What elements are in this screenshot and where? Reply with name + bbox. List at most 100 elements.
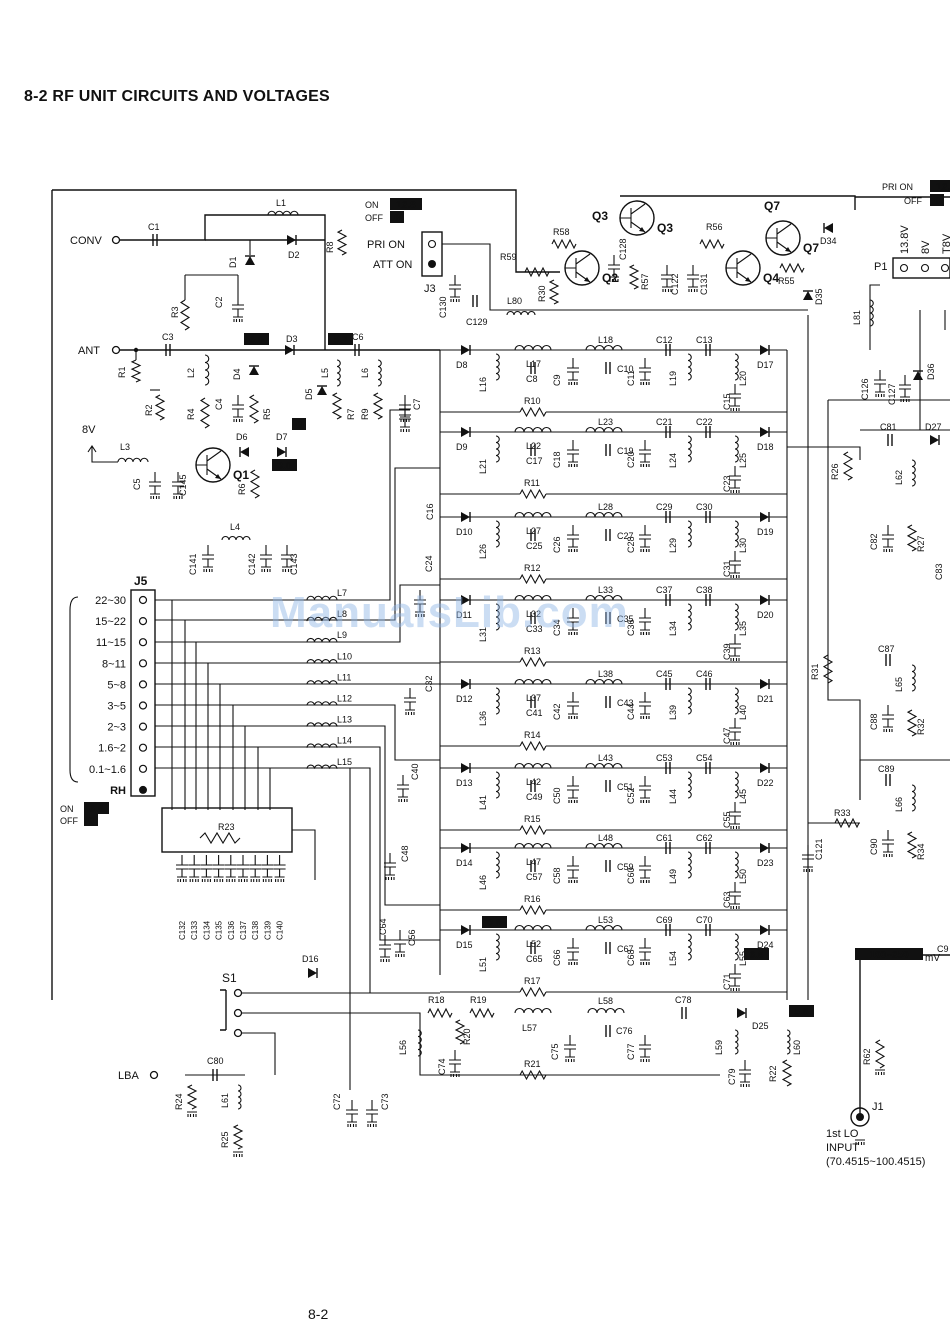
l3-coil — [117, 457, 149, 463]
c48-cap — [384, 853, 396, 875]
filter-lr-label: L34 — [668, 621, 678, 636]
r24-label: R24 — [174, 1093, 184, 1110]
ground-symbol — [565, 1056, 575, 1062]
r3-res — [179, 299, 191, 331]
filter-cb-cap — [567, 608, 579, 630]
filter-dout-diode — [760, 427, 769, 437]
filter-co-label: C31 — [722, 560, 732, 577]
c3-cap — [165, 344, 171, 356]
p1-pin-label: T8V — [941, 233, 950, 254]
c6-cap — [354, 344, 360, 356]
q2-transistor-label: Q2 — [602, 271, 618, 285]
c88-label: C88 — [869, 713, 879, 730]
filter-rb-label: R12 — [524, 563, 541, 573]
on-badge-text: 13.8 — [396, 200, 416, 211]
c73-cap — [366, 1100, 378, 1122]
r58-res — [551, 238, 577, 250]
band-on-badge — [84, 802, 109, 814]
first-lo-label-2: INPUT — [826, 1142, 859, 1154]
c143-cap — [281, 545, 293, 567]
filter-ca-cap — [530, 780, 536, 792]
filter-shunt-coil — [495, 520, 500, 548]
filter-cf-label: C62 — [696, 833, 713, 843]
filter-lo-coil — [734, 933, 739, 961]
l56-label: L56 — [398, 1040, 408, 1055]
c75-cap — [564, 1035, 576, 1057]
bypass-cap — [200, 855, 213, 877]
filter-co-label: C47 — [722, 727, 732, 744]
filter-lo-coil — [734, 435, 739, 463]
filter-cd-cap — [639, 938, 651, 960]
filter-dout-label: D19 — [757, 527, 774, 537]
c87-cap — [885, 654, 891, 666]
filter-lo-label: L55 — [738, 951, 748, 966]
c145-label: C145 — [178, 474, 188, 496]
bypass-cap-label: C137 — [239, 920, 248, 940]
r62-label: R62 — [862, 1048, 872, 1065]
filter-lr-coil — [687, 603, 692, 631]
filter-dout-label: D22 — [757, 778, 774, 788]
filter-co-cap — [729, 466, 741, 488]
q1-transistor-label: Q1 — [233, 468, 249, 482]
lo-level-unit: mV — [925, 953, 940, 964]
r1-label: R1 — [117, 366, 127, 378]
ground-symbol — [177, 876, 187, 882]
band-choke-coil — [306, 595, 338, 601]
filter-cc-label: C19 — [617, 446, 634, 456]
ground-symbol — [568, 546, 578, 552]
ground-symbol — [730, 739, 740, 745]
c4-label: C4 — [214, 398, 224, 410]
c142-label: C142 — [247, 553, 257, 575]
filter-ce-label: C12 — [656, 335, 673, 345]
filter-cc-cap — [605, 780, 611, 792]
filter-rb-label: R16 — [524, 894, 541, 904]
r26-label: R26 — [830, 463, 840, 480]
bypass-cap — [273, 855, 286, 877]
bypass-cap-label: C139 — [263, 920, 272, 940]
d7-label: D7 — [276, 432, 288, 442]
l2-label: L2 — [186, 368, 196, 378]
filter-la-label: L22 — [526, 441, 541, 451]
filter-ce-label: C29 — [656, 502, 673, 512]
c126-label: C126 — [860, 378, 870, 400]
c90-label: C90 — [869, 838, 879, 855]
filter-cb-cap — [567, 856, 579, 878]
filter-shunt-coil — [495, 851, 500, 879]
r20-res — [454, 1019, 466, 1045]
d15-badge-text: 3.8 — [488, 918, 502, 929]
d24-badge — [744, 948, 769, 960]
filter-shunt-label: L31 — [478, 627, 488, 642]
r24-res — [186, 1084, 198, 1110]
filter-co-cap — [729, 718, 741, 740]
c81-label: C81 — [880, 422, 897, 432]
band-choke-label: L12 — [337, 694, 352, 704]
on-badge — [390, 198, 422, 210]
filter-cd-cap — [639, 692, 651, 714]
filter-cc-label: C43 — [617, 698, 634, 708]
l61-label: L61 — [220, 1093, 230, 1108]
j5-pin — [138, 595, 148, 605]
bypass-cap-label: C134 — [202, 920, 211, 940]
j5-band-label: 15~22 — [95, 616, 126, 628]
filter-lr-coil — [687, 933, 692, 961]
filter-din-label: D12 — [456, 694, 473, 704]
ground-symbol — [450, 296, 460, 302]
q1-transistor-arrow — [215, 474, 221, 479]
ground-symbol — [730, 903, 740, 909]
filter-cd-label: C28 — [626, 536, 636, 553]
d27-diode — [930, 435, 939, 445]
c131-label: C131 — [699, 273, 709, 295]
c56-label: C56 — [407, 929, 417, 946]
d34-label: D34 — [820, 236, 837, 246]
filter-lb-label: L18 — [598, 335, 613, 345]
filter-rb-res — [519, 573, 547, 585]
band-choke-label: L7 — [337, 588, 347, 598]
r62-res — [874, 1039, 886, 1069]
p1-pin-label: 13.8V — [899, 225, 911, 254]
r6-res — [249, 469, 261, 499]
filter-din-label: D13 — [456, 778, 473, 788]
filter-ca-label: C41 — [526, 708, 543, 718]
filter-cb-label: C50 — [552, 787, 562, 804]
r19-label: R19 — [470, 995, 487, 1005]
c83-label: C83 — [934, 563, 944, 580]
